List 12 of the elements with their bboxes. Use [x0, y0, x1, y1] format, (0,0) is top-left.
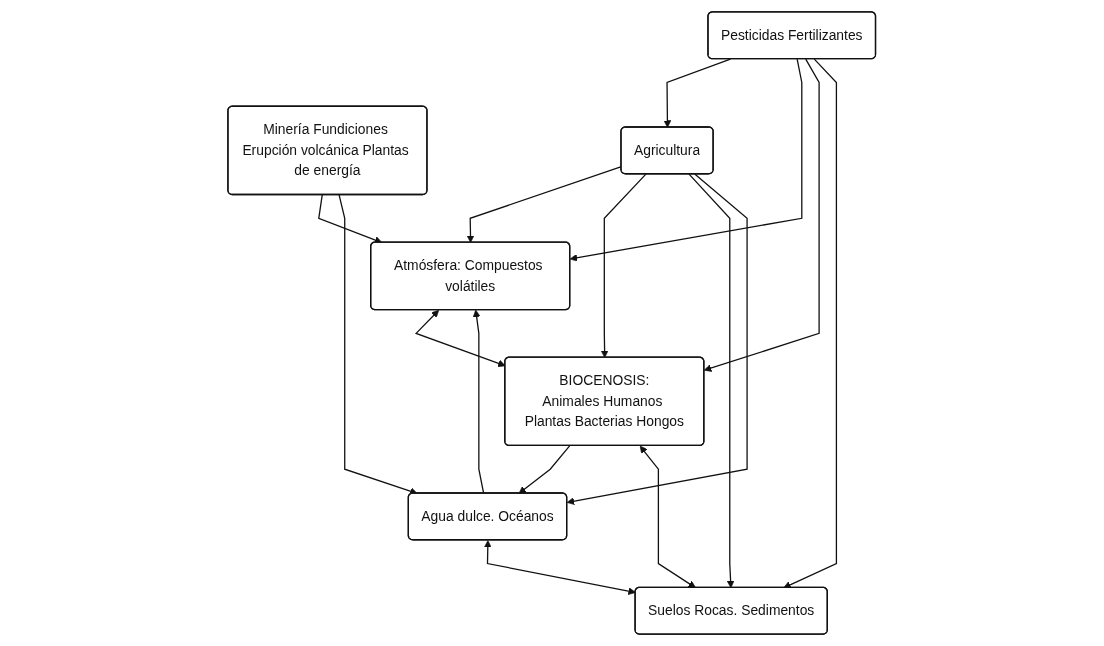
arrow [663, 58, 732, 128]
arrow [704, 58, 821, 372]
arrow [567, 173, 748, 505]
arrow [640, 445, 697, 589]
arrow [601, 173, 647, 358]
arrow [783, 58, 838, 589]
arrow [473, 309, 485, 495]
arrow [570, 58, 803, 262]
arrow [415, 309, 506, 368]
arrow [518, 445, 571, 494]
arrow [688, 173, 735, 589]
arrow [338, 194, 418, 495]
